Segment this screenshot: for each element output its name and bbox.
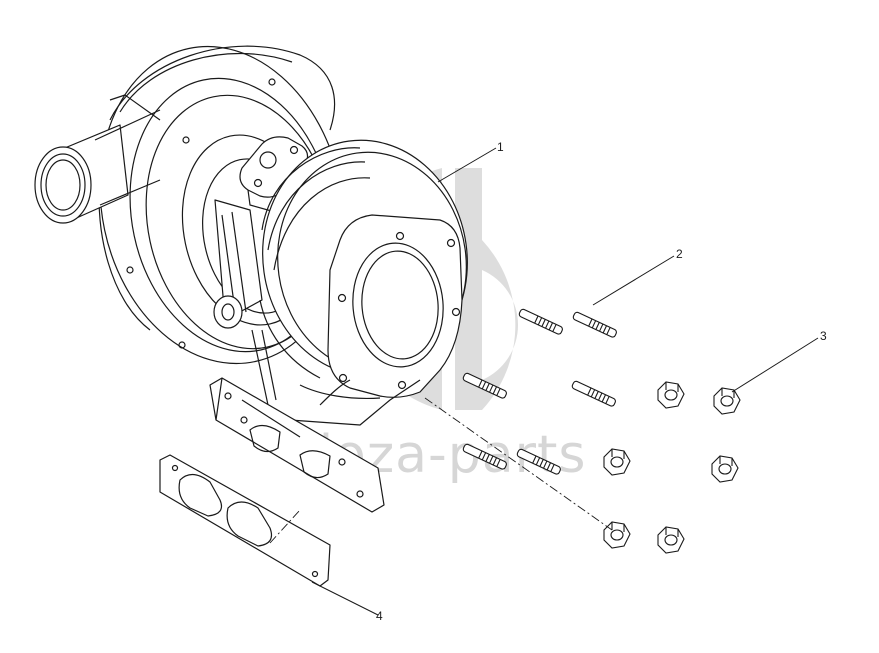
leader-lines xyxy=(311,147,819,616)
gasket xyxy=(159,454,331,587)
callout-4: 4 xyxy=(376,609,383,623)
stud-bolt xyxy=(516,448,561,475)
leader-line-3 xyxy=(731,337,819,393)
callout-1: 1 xyxy=(497,140,504,154)
stud-bolt-group xyxy=(462,308,617,475)
stud-bolt xyxy=(571,380,616,407)
hex-nut xyxy=(603,448,631,476)
hex-nut-group xyxy=(603,381,741,554)
hex-nut xyxy=(603,521,631,549)
hex-nut xyxy=(713,387,741,415)
callout-2: 2 xyxy=(676,247,683,261)
centerlines xyxy=(269,397,613,544)
leader-line-1 xyxy=(437,147,497,183)
stud-bolt xyxy=(518,308,563,335)
hex-nut xyxy=(657,526,685,554)
callout-labels: 1 2 3 4 xyxy=(376,140,827,623)
callout-3: 3 xyxy=(820,329,827,343)
turbocharger xyxy=(34,45,468,513)
stud-bolt xyxy=(462,372,507,399)
stud-bolt xyxy=(462,443,507,470)
stud-bolt xyxy=(572,311,617,338)
hex-nut xyxy=(657,381,685,409)
leader-line-2 xyxy=(592,255,675,306)
leader-line-4 xyxy=(311,581,379,616)
hex-nut xyxy=(711,455,739,483)
